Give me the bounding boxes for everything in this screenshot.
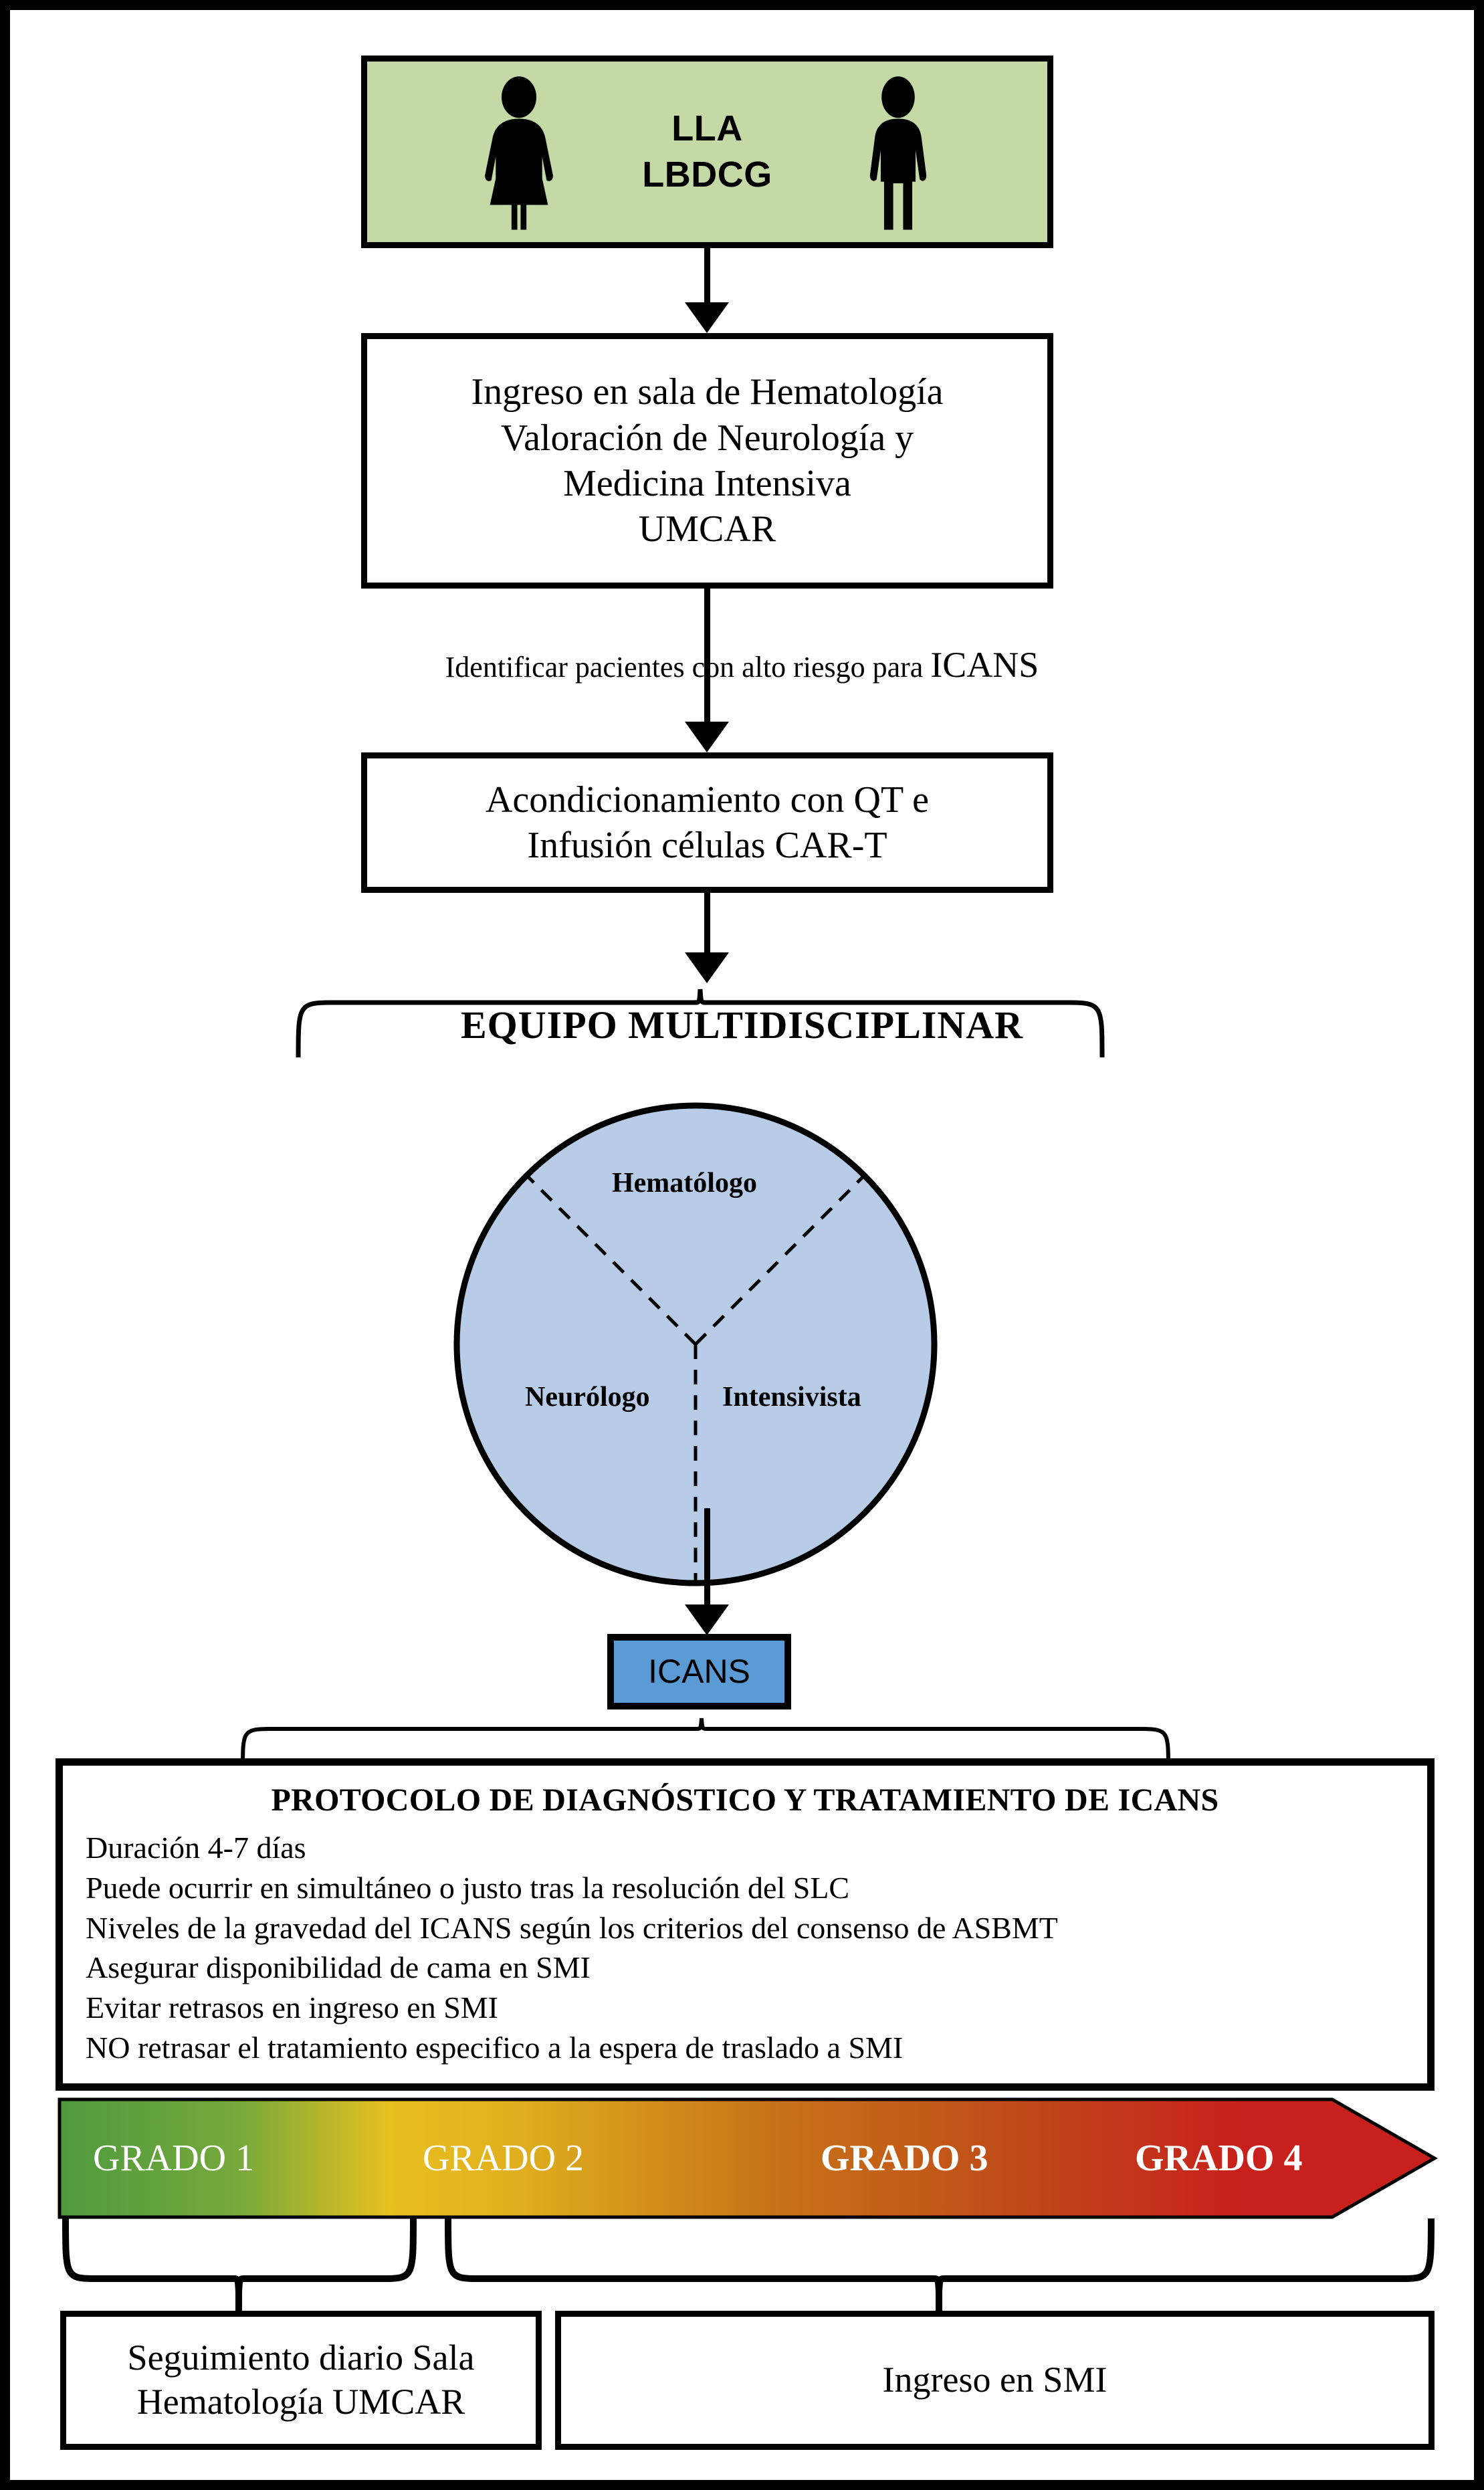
- grade-label-4: GRADO 4: [1135, 2138, 1303, 2179]
- protocol-title: PROTOCOLO DE DIAGNÓSTICO Y TRATAMIENTO D…: [271, 1782, 1219, 1818]
- arrow-conditioning-to-team-head: [685, 952, 729, 983]
- grade-label-3: GRADO 3: [821, 2138, 988, 2179]
- risk-caption-emphasis: ICANS: [930, 645, 1039, 685]
- followup-line-2: Hematología UMCAR: [136, 2382, 465, 2422]
- patient-line-2: LBDCG: [642, 154, 772, 195]
- protocol-line-6: NO retrasar el tratamiento especifico a …: [86, 2030, 904, 2065]
- icans-to-protocol-bracket: [241, 1717, 1170, 1770]
- admission-line-4: UMCAR: [638, 508, 776, 550]
- followup-box: Seguimiento diario Sala Hematología UMCA…: [60, 2311, 542, 2450]
- protocol-box: PROTOCOLO DE DIAGNÓSTICO Y TRATAMIENTO D…: [56, 1758, 1435, 2091]
- protocol-line-1: Duración 4-7 días: [86, 1831, 306, 1865]
- grade-label-2: GRADO 2: [423, 2138, 585, 2179]
- protocol-line-2: Puede ocurrir en simultáneo o justo tras…: [86, 1870, 850, 1905]
- multidisciplinary-team-bracket: [296, 988, 1105, 1060]
- admission-line-2: Valoración de Neurología y: [500, 417, 914, 459]
- protocol-line-4: Asegurar disponibilidad de cama en SMI: [86, 1950, 591, 1985]
- arrow-admission-to-conditioning-head: [685, 722, 729, 752]
- conditioning-line-2: Infusión células CAR-T: [527, 825, 887, 866]
- arrow-conditioning-to-team-line: [704, 893, 710, 957]
- followup-line-1: Seguimiento diario Sala: [127, 2338, 475, 2378]
- risk-identification-caption: Identificar pacientes con alto riesgo pa…: [10, 644, 1474, 686]
- icans-box: ICANS: [607, 1634, 791, 1709]
- patient-box-label: LLA LBDCG: [367, 106, 1047, 198]
- role-neurologo: Neurólogo: [525, 1382, 650, 1413]
- arrow-team-to-icans-head: [685, 1604, 729, 1635]
- icu-box-text: Ingreso en SMI: [883, 2358, 1107, 2402]
- protocol-lines: Duración 4-7 días Puede ocurrir en simul…: [86, 1828, 1427, 2068]
- multidisciplinary-team-label: EQUIPO MULTIDISCIPLINAR: [460, 1003, 1024, 1047]
- role-intensivista: Intensivista: [722, 1382, 861, 1413]
- arrow-patient-to-admission-line: [704, 248, 710, 306]
- icu-admission-box: Ingreso en SMI: [555, 2311, 1435, 2450]
- protocol-line-5: Evitar retrasos en ingreso en SMI: [86, 1990, 499, 2025]
- patient-box-inner: LLA LBDCG: [367, 62, 1047, 242]
- arrow-admission-to-conditioning-line: [704, 589, 710, 724]
- followup-box-text: Seguimiento diario Sala Hematología UMCA…: [128, 2336, 475, 2424]
- grade-3-4-to-icu-bracket: [445, 2217, 1435, 2315]
- severity-grade-arrow: GRADO 1 GRADO 2 GRADO 3 GRADO 4: [58, 2097, 1439, 2219]
- multidisciplinary-team-circle: Hematólogo Neurólogo Intensivista: [451, 1100, 940, 1588]
- protocol-line-3: Niveles de la gravedad del ICANS según l…: [86, 1910, 1058, 1945]
- male-person-icon: [848, 76, 948, 231]
- conditioning-line-1: Acondicionamiento con QT e: [485, 779, 929, 821]
- conditioning-box-text: Acondicionamiento con QT e Infusión célu…: [486, 777, 929, 869]
- conditioning-infusion-box: Acondicionamiento con QT e Infusión célu…: [361, 752, 1053, 893]
- role-hematologo: Hematólogo: [612, 1168, 757, 1199]
- patient-line-1: LLA: [671, 108, 743, 148]
- female-person-icon: [469, 76, 569, 231]
- icans-box-label: ICANS: [648, 1653, 750, 1690]
- patient-population-box: LLA LBDCG: [361, 56, 1053, 248]
- risk-caption-text: Identificar pacientes con alto riesgo pa…: [445, 651, 931, 684]
- grade-label-1: GRADO 1: [93, 2138, 255, 2179]
- icu-line-1: Ingreso en SMI: [882, 2360, 1107, 2400]
- arrow-team-to-icans-line: [704, 1508, 710, 1607]
- grade-1-2-to-followup-bracket: [62, 2217, 417, 2315]
- arrow-patient-to-admission-head: [685, 302, 729, 333]
- admission-box: Ingreso en sala de Hematología Valoració…: [361, 333, 1053, 589]
- admission-line-3: Medicina Intensiva: [563, 463, 851, 504]
- admission-box-text: Ingreso en sala de Hematología Valoració…: [471, 369, 944, 552]
- admission-line-1: Ingreso en sala de Hematología: [471, 371, 944, 413]
